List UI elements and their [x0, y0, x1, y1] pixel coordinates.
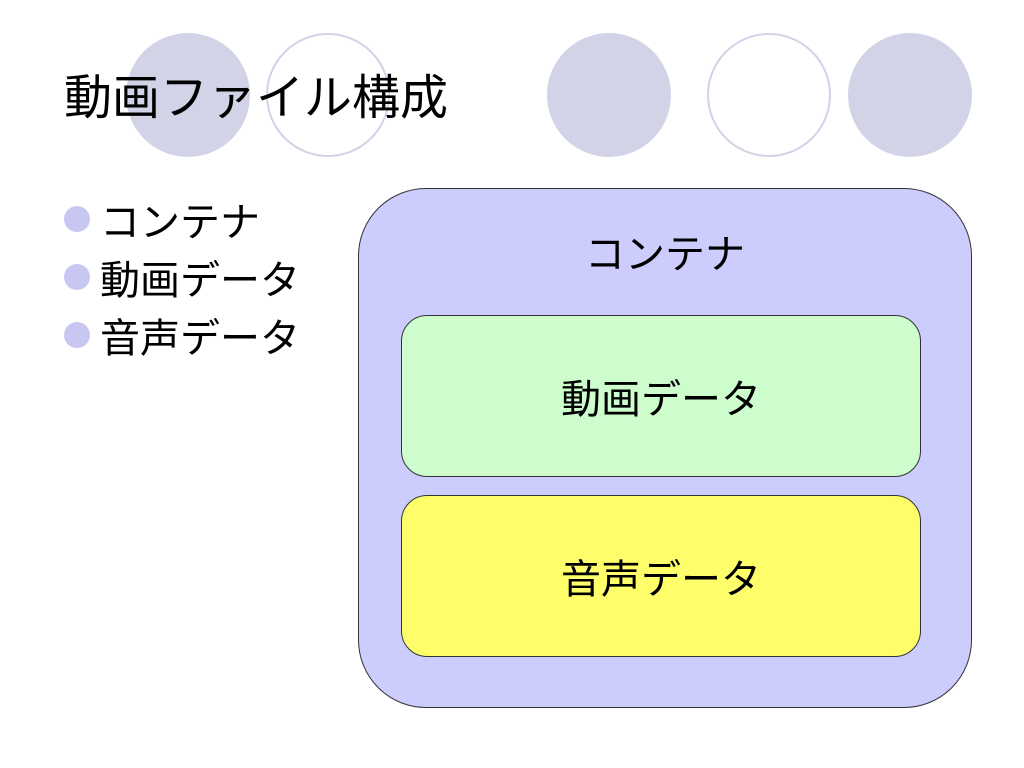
decorative-circle-filled-2: [547, 33, 671, 157]
bullet-dot-icon: [64, 322, 90, 348]
bullet-dot-icon: [64, 264, 90, 290]
video-data-label: 動画データ: [561, 377, 761, 423]
bullet-list: コンテナ 動画データ 音声データ: [64, 190, 300, 364]
decorative-circle-outline-1: [266, 33, 390, 157]
audio-data-label: 音声データ: [561, 557, 761, 603]
container-box: コンテナ 動画データ 音声データ: [358, 188, 972, 708]
bullet-item-video-data: 動画データ: [64, 248, 300, 306]
decorative-circle-filled-3: [848, 33, 972, 157]
video-data-box: 動画データ: [401, 315, 921, 477]
bullet-text: 動画データ: [100, 258, 300, 304]
decorative-circle-outline-2: [707, 33, 831, 157]
audio-data-box: 音声データ: [401, 495, 921, 657]
bullet-item-audio-data: 音声データ: [64, 306, 300, 364]
decorative-circle-filled-1: [126, 33, 250, 157]
bullet-item-container: コンテナ: [64, 190, 300, 248]
slide-title: 動画ファイル構成: [64, 70, 449, 126]
bullet-text: 音声データ: [100, 316, 300, 362]
container-label: コンテナ: [585, 232, 745, 278]
bullet-dot-icon: [64, 206, 90, 232]
bullet-text: コンテナ: [100, 200, 260, 246]
